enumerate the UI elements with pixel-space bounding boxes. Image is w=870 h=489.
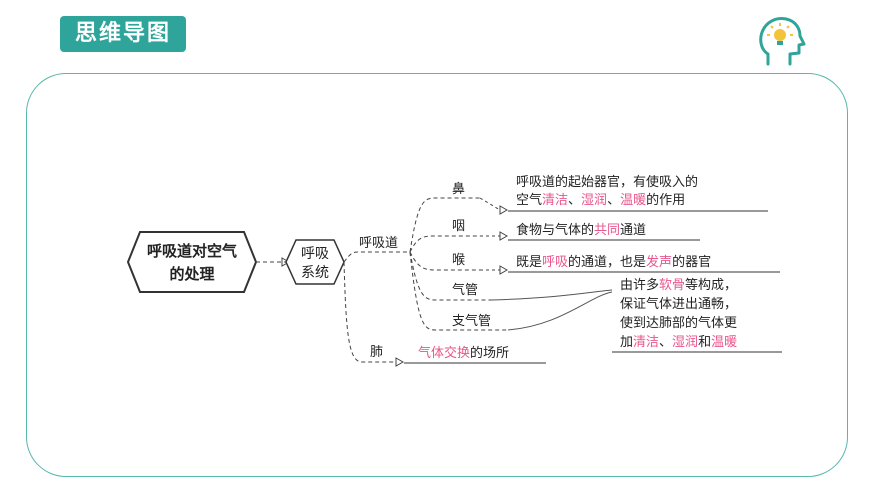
larynx-desc: 既是呼吸的通道，也是发声的器官: [516, 254, 711, 270]
nose-desc-line1: 呼吸道的起始器官，有使吸入的: [516, 174, 698, 190]
organ-connectors: [409, 197, 508, 331]
head-lightbulb-icon: [759, 17, 806, 66]
trachea-brace: [491, 289, 613, 331]
lung-branch-connector: [343, 261, 395, 363]
root-line2: 的处理: [169, 265, 214, 283]
section-title: 思维导图: [74, 21, 171, 46]
root-line1: 呼吸道对空气: [147, 242, 237, 260]
organ-trachea: 气管: [452, 282, 478, 298]
trachea-desc-line2: 保证气体进出通畅，: [620, 296, 737, 312]
airway-branch-connector: [343, 251, 410, 263]
system-node: [285, 239, 345, 285]
organ-nose: 鼻: [452, 181, 465, 197]
pharynx-desc: 食物与气体的共同通道: [516, 222, 646, 238]
branch-lung-label: 肺: [370, 345, 383, 360]
branch-airway-label: 呼吸道: [359, 236, 398, 251]
section-title-tag: 思维导图: [60, 16, 186, 52]
nose-desc-line2: 空气清洁、湿润、温暖的作用: [516, 192, 685, 208]
desc-connectors: [479, 197, 501, 271]
system-line2: 系统: [301, 265, 329, 281]
trachea-desc-line1: 由许多软骨等构成，: [620, 277, 737, 293]
trachea-desc-line3: 使到达肺部的气体更: [620, 315, 737, 331]
trachea-desc-line4: 加清洁、湿润和温暖: [620, 335, 737, 350]
lung-desc: 气体交换的场所: [418, 345, 509, 361]
organ-bronchi: 支气管: [452, 313, 491, 329]
content-panel: [26, 73, 848, 477]
root-node: [126, 231, 258, 293]
organ-larynx: 喉: [452, 253, 465, 268]
system-line1: 呼吸: [301, 246, 329, 262]
organ-pharynx: 咽: [452, 219, 465, 234]
